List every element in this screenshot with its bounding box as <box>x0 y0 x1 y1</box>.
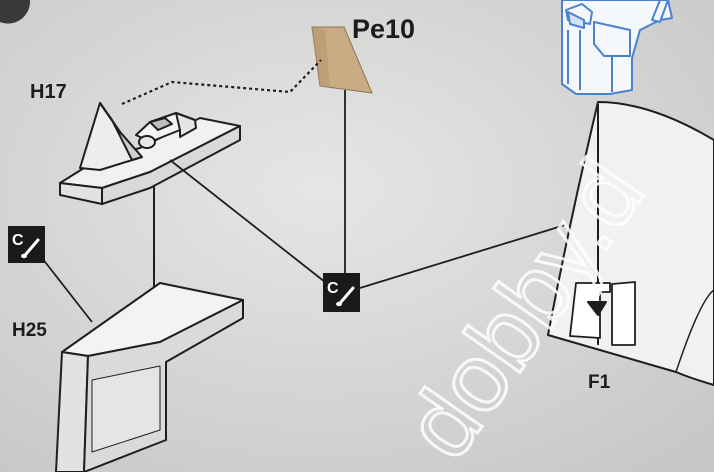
label-h17: H17 <box>30 81 67 103</box>
badge-letter: C <box>12 232 24 249</box>
badge-letter: C <box>327 280 339 297</box>
label-f1: F1 <box>588 372 611 393</box>
label-pe10: Pe10 <box>352 14 415 44</box>
paint-badge: C <box>323 273 360 312</box>
label-h25: H25 <box>12 320 47 341</box>
paint-badge: C <box>8 226 45 263</box>
